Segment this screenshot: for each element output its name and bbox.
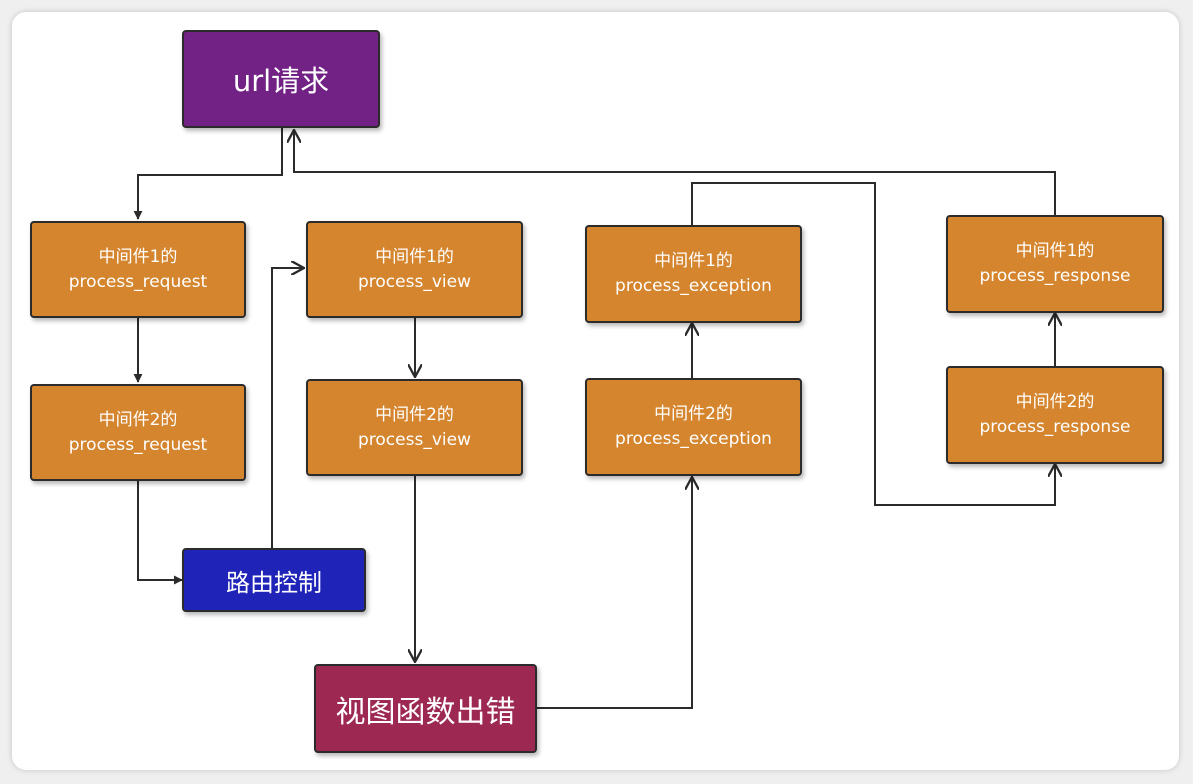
mw2-process-request-node: 中间件2的 process_request xyxy=(30,384,246,481)
mw1-process-exception-line2: process_exception xyxy=(615,276,772,296)
route-control-label: 路由控制 xyxy=(226,568,322,597)
view-error-label: 视图函数出错 xyxy=(335,694,516,730)
mw2-process-response-node: 中间件2的 process_response xyxy=(946,366,1164,464)
mw1-process-view-line2: process_view xyxy=(358,271,471,292)
mw1-process-response-line2: process_response xyxy=(979,266,1131,286)
mw1-process-exception-node: 中间件1的 process_exception xyxy=(585,225,802,323)
mw2-process-response-line2: process_response xyxy=(979,417,1131,437)
mw2-process-response-line1: 中间件2的 xyxy=(1015,392,1095,412)
edge-url-to-mw1-request xyxy=(133,128,283,220)
view-error-node: 视图函数出错 xyxy=(314,664,537,753)
mw2-process-exception-line2: process_exception xyxy=(615,429,772,449)
mw2-process-request-line2: process_request xyxy=(68,434,208,455)
mw1-process-request-line2: process_request xyxy=(68,271,208,292)
route-control-node: 路由控制 xyxy=(182,548,366,612)
mw2-process-request-line1: 中间件2的 xyxy=(98,409,178,430)
mw1-process-response-line1: 中间件1的 xyxy=(1015,241,1095,261)
mw2-process-exception-node: 中间件2的 process_exception xyxy=(585,378,802,476)
mw1-process-request-node: 中间件1的 process_request xyxy=(30,221,246,318)
edge-mw2-request-to-route xyxy=(137,481,183,585)
mw2-process-view-line1: 中间件2的 xyxy=(375,404,454,425)
edge-mw1-response-to-url xyxy=(294,130,1056,215)
mw1-process-request-line1: 中间件1的 xyxy=(98,246,178,267)
mw1-process-view-line1: 中间件1的 xyxy=(375,246,454,267)
edge-route-to-mw1-view xyxy=(271,268,304,548)
url-request-node: url请求 xyxy=(182,30,380,128)
mw1-process-response-node: 中间件1的 process_response xyxy=(946,215,1164,313)
edge-mw1-exception-to-mw2-response xyxy=(691,182,1055,506)
mw2-process-exception-line1: 中间件2的 xyxy=(654,404,733,424)
mw2-process-view-line2: process_view xyxy=(358,429,471,450)
mw1-process-exception-line1: 中间件1的 xyxy=(654,251,733,271)
mw1-process-view-node: 中间件1的 process_view xyxy=(306,221,523,318)
mw2-process-view-node: 中间件2的 process_view xyxy=(306,379,523,476)
edge-view-error-to-mw2-exception xyxy=(537,477,692,709)
url-request-label: url请求 xyxy=(232,64,330,98)
